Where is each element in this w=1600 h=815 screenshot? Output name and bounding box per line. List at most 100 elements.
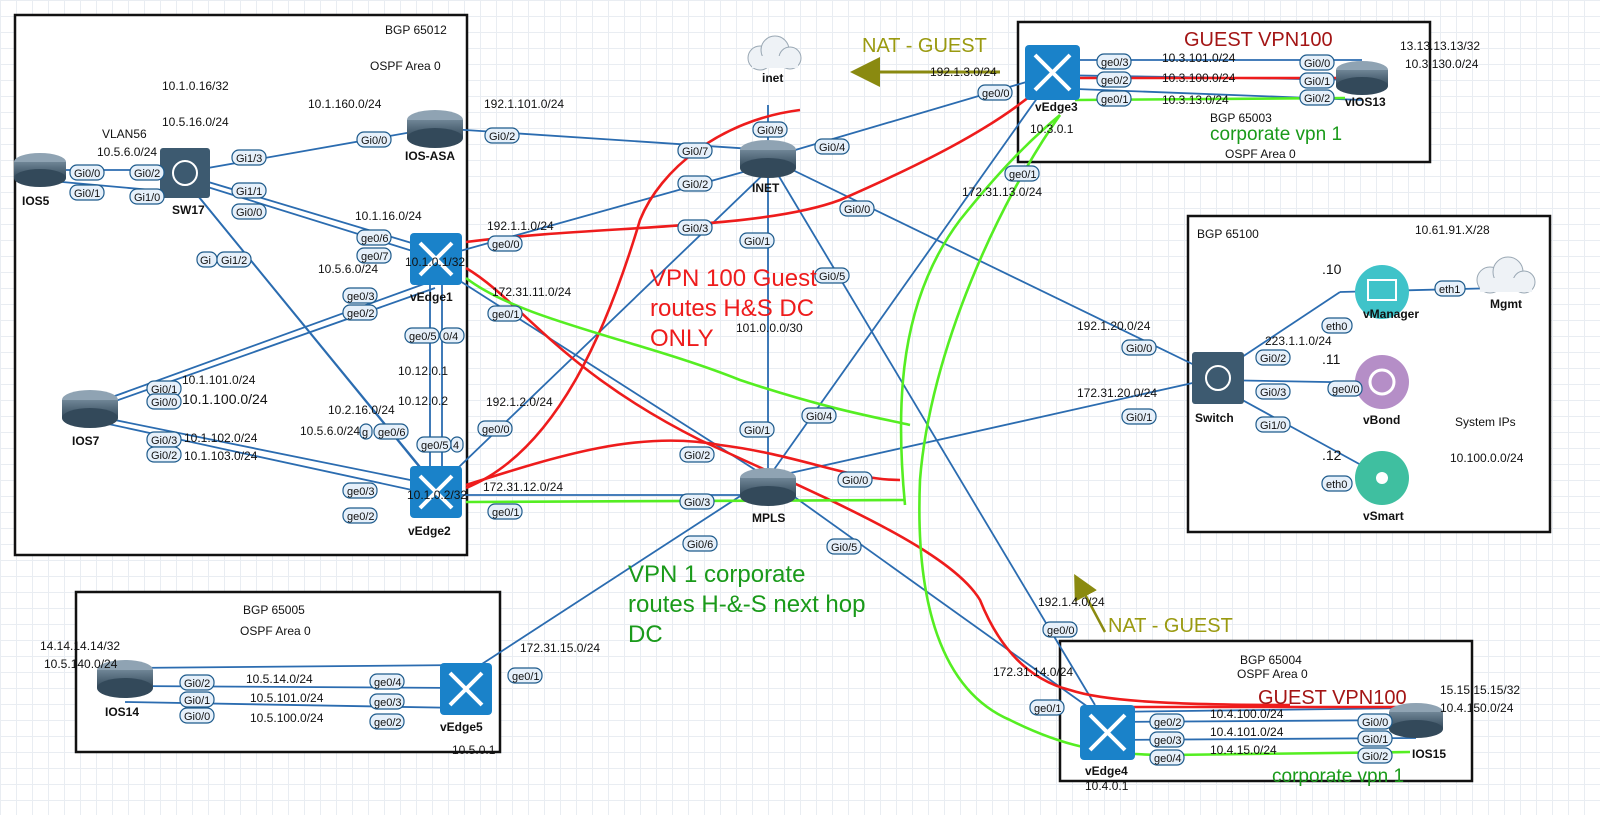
iface-badge[interactable]: Gi0/1	[69, 184, 105, 201]
iface-badge[interactable]: ge0/1	[487, 503, 523, 520]
iface-badge[interactable]: ge0/1	[1004, 165, 1040, 182]
iface-badge[interactable]: Gi0/9	[752, 121, 788, 138]
iface-badge[interactable]: Gi0/2	[146, 446, 182, 463]
iface-badge[interactable]: Gi0/3	[677, 219, 713, 236]
vedge5[interactable]: vEdge5	[440, 663, 492, 734]
router-vios13[interactable]: vIOS13	[1336, 61, 1388, 109]
iface-badge[interactable]: Gi0/2	[1299, 89, 1335, 106]
iface-badge[interactable]: ge0/7	[356, 247, 392, 264]
iface-badge[interactable]: Gi0/0	[231, 203, 267, 220]
iface-badge[interactable]: ge0/1	[507, 667, 543, 684]
iface-badge[interactable]: ge0/1	[487, 305, 523, 322]
iface-badge[interactable]: Gi0/0	[839, 200, 875, 217]
iface-badge[interactable]: Gi0/1	[1357, 730, 1393, 747]
iface-badge[interactable]: ge0/0	[977, 84, 1013, 101]
iface-badge[interactable]: g	[359, 423, 373, 440]
iface-badge[interactable]: Gi0/2	[677, 175, 713, 192]
iface-badge[interactable]: Gi	[196, 251, 218, 268]
router-ios15[interactable]: IOS15	[1389, 703, 1446, 761]
iface-badge[interactable]: Gi0/3	[146, 431, 182, 448]
iface-badge[interactable]: Gi0/3	[1255, 383, 1291, 400]
iface-badge[interactable]: Gi0/2	[1357, 747, 1393, 764]
iface-badge[interactable]: ge0/6	[373, 423, 409, 440]
iface-badge[interactable]: ge0/1	[1029, 699, 1065, 716]
iface-badge[interactable]: ge0/3	[369, 693, 405, 710]
vedge4[interactable]: vEdge4	[1080, 705, 1135, 778]
iface-badge[interactable]: Gi0/1	[1299, 72, 1335, 89]
iface-badge[interactable]: Gi0/0	[1357, 713, 1393, 730]
iface-badge[interactable]: Gi0/1	[179, 691, 215, 708]
iface-badge[interactable]: ge0/0	[1042, 621, 1078, 638]
iface-badge[interactable]: ge0/2	[369, 713, 405, 730]
iface-badge[interactable]: Gi0/0	[837, 471, 873, 488]
iface-badge[interactable]: Gi0/2	[129, 164, 165, 181]
addr-label: 10.5.16.0/24	[162, 115, 229, 129]
iface-badge[interactable]: Gi0/4	[801, 407, 837, 424]
iface-badge[interactable]: ge0/0	[477, 420, 513, 437]
router-ios7[interactable]: IOS7	[62, 390, 118, 448]
iface-badge[interactable]: ge0/2	[342, 304, 378, 321]
iface-badge[interactable]: ge0/5	[404, 327, 440, 344]
iface-badge[interactable]: Gi0/0	[1121, 339, 1157, 356]
vbond[interactable]: vBond	[1355, 355, 1409, 427]
iface-badge[interactable]: ge0/2	[1096, 71, 1132, 88]
iface-badge[interactable]: Gi0/1	[146, 380, 182, 397]
svg-text:ge0/4: ge0/4	[1154, 753, 1182, 765]
iface-badge[interactable]: 0/4	[439, 327, 465, 344]
iface-badge[interactable]: Gi1/0	[1255, 416, 1291, 433]
iface-badge[interactable]: Gi0/5	[826, 538, 862, 555]
iface-badge[interactable]: eth0	[1321, 475, 1353, 492]
iface-badge[interactable]: Gi1/2	[216, 251, 252, 268]
switch-controllers[interactable]: Switch	[1192, 352, 1244, 425]
iface-badge[interactable]: Gi0/5	[814, 267, 850, 284]
iface-badge[interactable]: Gi0/0	[356, 131, 392, 148]
iface-badge[interactable]: Gi1/1	[231, 182, 267, 199]
iface-badge[interactable]: eth0	[1321, 317, 1353, 334]
iface-badge[interactable]: Gi0/3	[679, 493, 715, 510]
vedge1[interactable]: vEdge1	[410, 233, 462, 304]
iface-badge[interactable]: ge0/2	[342, 507, 378, 524]
iface-badge[interactable]: Gi0/2	[1255, 349, 1291, 366]
iface-badge[interactable]: ge0/3	[1096, 53, 1132, 70]
iface-badge[interactable]: ge0/0	[487, 235, 523, 252]
router-mpls[interactable]: MPLS	[740, 468, 796, 525]
iface-badge[interactable]: ge0/3	[342, 482, 378, 499]
switch-sw17[interactable]: SW17	[160, 148, 210, 217]
iface-badge[interactable]: Gi0/2	[679, 446, 715, 463]
iface-badge[interactable]: Gi0/2	[179, 674, 215, 691]
iface-badge[interactable]: Gi0/7	[677, 142, 713, 159]
iface-badge[interactable]: ge0/4	[369, 673, 405, 690]
iface-badge[interactable]: Gi0/0	[1299, 54, 1335, 71]
iface-badge[interactable]: ge0/3	[1149, 731, 1185, 748]
iface-badge[interactable]: Gi0/6	[682, 535, 718, 552]
iface-badge[interactable]: Gi0/4	[814, 138, 850, 155]
vmanager[interactable]: vManager	[1355, 265, 1419, 321]
iface-badge[interactable]: Gi0/2	[484, 127, 520, 144]
router-inet[interactable]: INET	[740, 140, 796, 195]
iface-badge[interactable]: Gi1/0	[129, 188, 165, 205]
iface-badge[interactable]: Gi1/3	[231, 149, 267, 166]
vedge3[interactable]: vEdge3	[1025, 45, 1080, 114]
iface-badge[interactable]: Gi0/0	[146, 393, 182, 410]
router-ios5[interactable]: IOS5	[14, 153, 66, 208]
router-ios-asa[interactable]: IOS-ASA	[405, 110, 463, 163]
iface-badge[interactable]: Gi0/0	[179, 707, 215, 724]
iface-badge[interactable]: eth1	[1434, 280, 1466, 297]
iface-badge[interactable]: ge0/0	[1327, 380, 1363, 397]
cloud-mgmt[interactable]: Mgmt	[1476, 256, 1536, 311]
iface-badge[interactable]: 4	[450, 436, 464, 453]
vsmart[interactable]: vSmart	[1355, 451, 1409, 523]
iface-badge[interactable]: ge0/1	[1096, 90, 1132, 107]
router-ios14[interactable]: IOS14	[97, 660, 153, 719]
iface-badge[interactable]: ge0/2	[1149, 713, 1185, 730]
iface-badge[interactable]: Gi0/1	[739, 421, 775, 438]
iface-badge[interactable]: ge0/4	[1149, 749, 1185, 766]
iface-badge[interactable]: ge0/5	[416, 436, 452, 453]
iface-badge[interactable]: ge0/6	[356, 229, 392, 246]
iface-badge[interactable]: Gi0/1	[1121, 408, 1157, 425]
iface-badge[interactable]: ge0/3	[342, 287, 378, 304]
cloud-inet[interactable]: inet	[747, 35, 802, 85]
iface-badge[interactable]: Gi0/1	[739, 232, 775, 249]
vedge2[interactable]: vEdge2	[408, 466, 462, 538]
iface-badge[interactable]: Gi0/0	[69, 164, 105, 181]
